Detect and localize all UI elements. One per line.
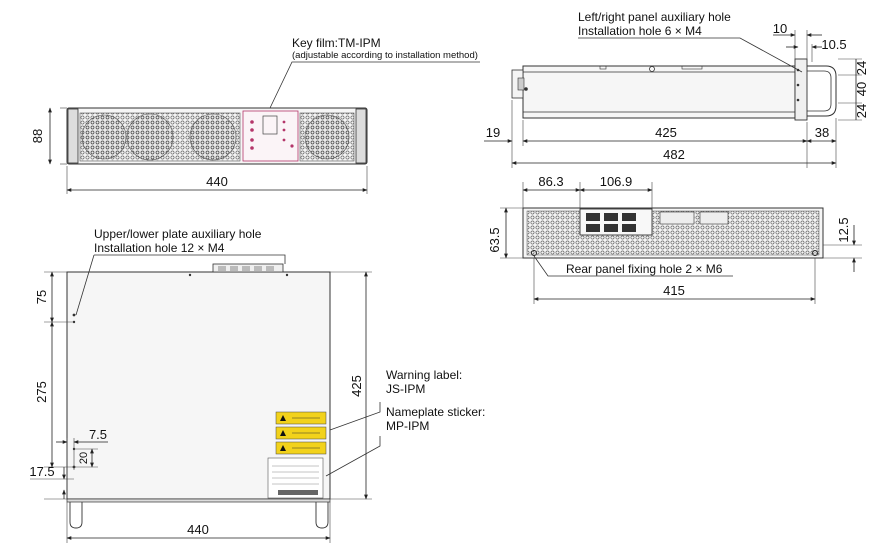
dim-63-5: 63.5: [487, 227, 502, 252]
key-film-label: Key film:TM-IPM: [292, 36, 381, 50]
dim-19: 19: [486, 125, 500, 140]
dim-24-bottom: 24: [854, 104, 869, 118]
top-view: 75 275 7.5 20 17.5 425 440: [29, 254, 381, 543]
dim-86-3: 86.3: [538, 174, 563, 189]
fan-grille-left: [79, 112, 241, 162]
warning-label-title: Warning label:: [386, 368, 463, 382]
front-view: 88 440: [30, 61, 480, 194]
dim-425-side: 425: [655, 125, 677, 140]
dim-10-5: 10.5: [821, 37, 846, 52]
dim-75: 75: [34, 290, 49, 304]
warning-label-code: JS-IPM: [386, 382, 426, 396]
dim-275: 275: [34, 381, 49, 403]
nameplate-label-title: Nameplate sticker:: [386, 405, 486, 419]
key-film-note: (adjustable according to installation me…: [292, 50, 478, 61]
dim-17-5: 17.5: [29, 464, 54, 479]
dim-7-5: 7.5: [89, 427, 107, 442]
dim-20: 20: [78, 452, 90, 464]
fan-grille-right: [299, 112, 355, 162]
dim-425-top: 425: [349, 375, 364, 397]
dim-482: 482: [663, 147, 685, 162]
dim-12-5: 12.5: [836, 217, 851, 242]
dim-440-front: 440: [206, 174, 228, 189]
key-film-panel: [242, 110, 299, 162]
plate-install-hole-label: Installation hole 12 × M4: [94, 241, 225, 255]
dim-40: 40: [854, 82, 869, 96]
dim-415: 415: [663, 283, 685, 298]
dim-10: 10: [773, 21, 787, 36]
dim-88: 88: [30, 129, 45, 143]
nameplate-label-code: MP-IPM: [386, 419, 430, 433]
nameplate-sticker: [267, 457, 324, 499]
plate-aux-hole-label: Upper/lower plate auxiliary hole: [94, 227, 262, 241]
side-view: 10 10.5 24 40 24 19 425 38 482: [484, 21, 869, 168]
dim-24-top: 24: [854, 61, 869, 75]
side-aux-hole-label: Left/right panel auxiliary hole: [578, 10, 731, 24]
rear-fixing-hole-label: Rear panel fixing hole 2 × M6: [566, 262, 723, 276]
dim-106-9: 106.9: [600, 174, 633, 189]
warning-label-stickers: [275, 411, 327, 455]
rear-view: 86.3 106.9 63.5 12.5 415: [487, 174, 862, 304]
side-install-hole-label: Installation hole 6 × M4: [578, 24, 702, 38]
dim-38: 38: [815, 125, 829, 140]
dim-440-top: 440: [187, 522, 209, 537]
